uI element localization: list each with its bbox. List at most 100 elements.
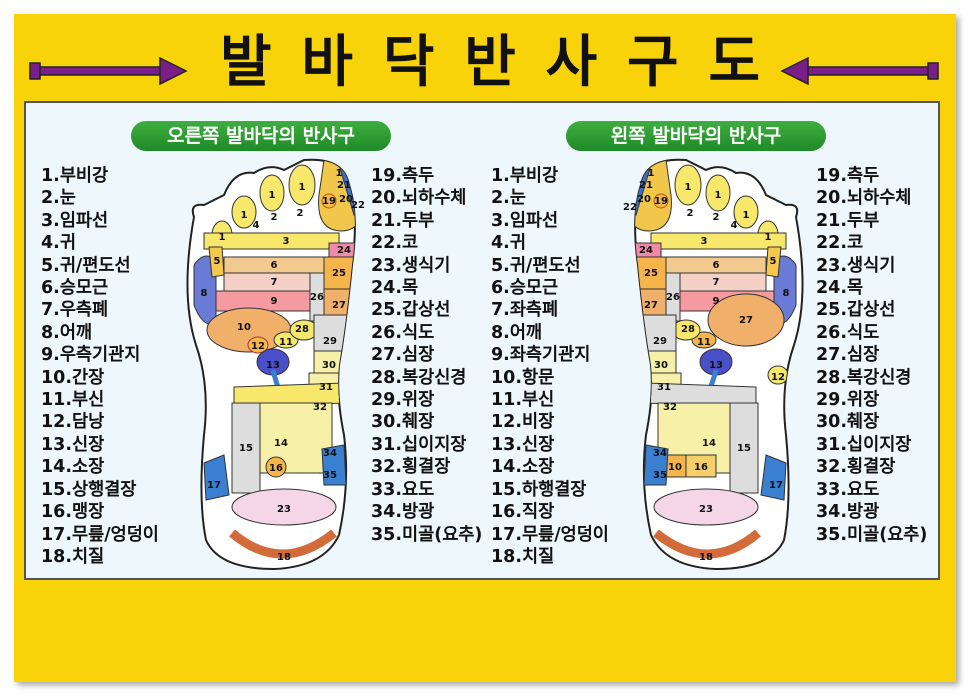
zone-label: 29 bbox=[653, 336, 667, 347]
list-item: 22.코 bbox=[816, 233, 864, 254]
zone-label: 1 bbox=[299, 182, 306, 193]
list-item: 28.복강신경 bbox=[816, 367, 912, 388]
list-item: 33.요도 bbox=[371, 479, 435, 500]
list-item: 26.식도 bbox=[371, 322, 435, 343]
zone-label: 6 bbox=[713, 260, 720, 271]
zone-label: 30 bbox=[654, 360, 668, 371]
zone-label: 14 bbox=[702, 438, 716, 449]
list-item: 20.뇌하수체 bbox=[816, 188, 912, 209]
zone-label: 34 bbox=[323, 448, 337, 459]
list-item: 19.측두 bbox=[816, 166, 880, 186]
zone-label: 5 bbox=[214, 256, 221, 267]
list-item: 18.치질 bbox=[491, 546, 555, 567]
zone-label: 27 bbox=[644, 300, 658, 311]
zone-label: 31 bbox=[657, 382, 671, 393]
zone-label: 30 bbox=[322, 360, 336, 371]
list-item: 7.좌측폐 bbox=[491, 300, 559, 321]
title-char: 도 bbox=[708, 29, 760, 95]
zone-label: 2 bbox=[713, 212, 720, 223]
list-item: 23.생식기 bbox=[816, 255, 896, 276]
zone-label: 1 bbox=[648, 168, 655, 179]
zone-label: 1 bbox=[241, 210, 248, 221]
zone-label: 35 bbox=[323, 470, 337, 481]
list-item: 7.우측폐 bbox=[41, 300, 109, 321]
zone-label: 20 bbox=[339, 194, 353, 205]
list-item: 27.심장 bbox=[371, 345, 435, 366]
zone-label: 9 bbox=[271, 296, 278, 307]
zone-label: 25 bbox=[332, 268, 346, 279]
zone-label: 1 bbox=[219, 232, 226, 243]
arrow-right-icon bbox=[29, 56, 188, 86]
list-item: 9.우측기관지 bbox=[41, 345, 141, 366]
title-char: 바 bbox=[301, 29, 353, 95]
list-item: 34.방광 bbox=[371, 502, 435, 523]
zone-label: 3 bbox=[701, 236, 708, 247]
zone-label: 22 bbox=[623, 202, 637, 213]
zone-label: 29 bbox=[323, 336, 337, 347]
zone-label: 11 bbox=[279, 337, 293, 348]
zone-label: 3 bbox=[283, 236, 290, 247]
arrow-left-icon bbox=[780, 56, 939, 86]
list-item: 14.소장 bbox=[491, 457, 555, 478]
title-char: 닥 bbox=[382, 29, 435, 95]
list-item: 35.미골(요추) bbox=[371, 524, 483, 545]
list-item: 10.간장 bbox=[41, 367, 105, 388]
zone-label: 26 bbox=[666, 292, 680, 303]
zone-label: 34 bbox=[653, 448, 667, 459]
zone-label: 6 bbox=[271, 260, 278, 271]
zone-label: 24 bbox=[639, 245, 653, 256]
zone-label: 12 bbox=[771, 372, 785, 383]
zone-label: 28 bbox=[681, 324, 695, 335]
zone-label: 24 bbox=[337, 245, 351, 256]
zone-label: 23 bbox=[699, 504, 713, 515]
list-item: 11.부신 bbox=[41, 390, 105, 411]
list-item: 8.어깨 bbox=[491, 322, 543, 343]
list-item: 5.귀/편도선 bbox=[491, 255, 581, 276]
list-item: 6.승모근 bbox=[491, 278, 559, 299]
left-foot-heading: 왼쪽 발바닥의 반사구 bbox=[566, 121, 826, 151]
list-item: 6.승모근 bbox=[41, 278, 109, 299]
title-char: 발 bbox=[220, 29, 272, 95]
zone-label: 27 bbox=[332, 300, 346, 311]
list-item: 26.식도 bbox=[816, 322, 880, 343]
zone-label: 15 bbox=[239, 443, 253, 454]
zone-label: 1 bbox=[765, 232, 772, 243]
list-item: 32.횡결장 bbox=[371, 457, 451, 478]
zone-label: 21 bbox=[337, 180, 351, 191]
list-item: 15.상행결장 bbox=[41, 479, 137, 500]
list-item: 28.복강신경 bbox=[371, 367, 467, 388]
list-item: 32.횡결장 bbox=[816, 457, 896, 478]
list-item: 12.비장 bbox=[491, 412, 555, 433]
zone-label: 21 bbox=[639, 180, 653, 191]
zone-label: 7 bbox=[713, 277, 720, 288]
right-foot-diagram: 1 1 1 1 1 4 2 2 3 19 20 21 22 24 5 6 7 9… bbox=[186, 158, 365, 571]
zone-label: 22 bbox=[351, 200, 365, 211]
list-item: 31.십이지장 bbox=[816, 434, 912, 455]
list-item: 33.요도 bbox=[816, 479, 880, 500]
list-item: 4.귀 bbox=[491, 233, 526, 254]
list-item: 30.췌장 bbox=[816, 412, 880, 433]
list-item: 35.미골(요추) bbox=[816, 524, 928, 545]
zone-label: 28 bbox=[295, 324, 309, 335]
title-char: 구 bbox=[627, 29, 679, 95]
right-foot-heading: 오른쪽 발바닥의 반사구 bbox=[131, 121, 391, 151]
zone-label: 1 bbox=[715, 190, 722, 201]
list-item: 17.무릎/엉덩이 bbox=[491, 524, 609, 545]
zone-label: 5 bbox=[770, 256, 777, 267]
list-item: 25.갑상선 bbox=[816, 300, 896, 321]
list-item: 1.부비강 bbox=[41, 166, 109, 186]
zone-label: 9 bbox=[713, 296, 720, 307]
zone-label: 35 bbox=[653, 470, 667, 481]
list-item: 9.좌측기관지 bbox=[491, 345, 591, 366]
list-item: 2.눈 bbox=[41, 188, 76, 209]
zone-label: 2 bbox=[297, 208, 304, 219]
list-item: 16.직장 bbox=[491, 502, 555, 523]
list-item: 2.눈 bbox=[491, 188, 526, 209]
title-char: 사 bbox=[545, 29, 598, 95]
zone-label: 18 bbox=[277, 552, 291, 563]
list-item: 24.목 bbox=[371, 278, 419, 299]
